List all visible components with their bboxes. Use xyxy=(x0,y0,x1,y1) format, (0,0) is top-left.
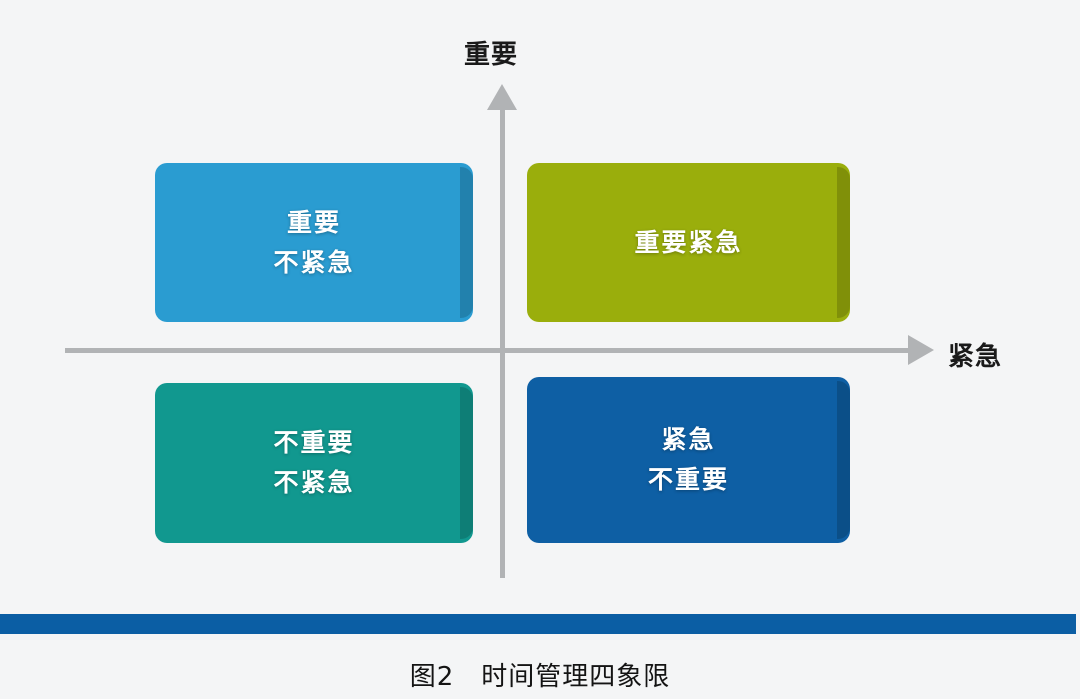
quadrant-edge-shade xyxy=(837,167,850,318)
quadrant-label-line1: 不重要 xyxy=(273,429,355,457)
quadrant-label-line2: 不紧急 xyxy=(273,248,355,277)
quadrant-edge-shade xyxy=(460,167,473,318)
horizontal-axis-line xyxy=(65,348,920,353)
quadrant-important-not-urgent[interactable]: 重要 不紧急 xyxy=(155,163,473,322)
quadrant-edge-shade xyxy=(460,387,473,539)
quadrant-urgent-not-important[interactable]: 紧急 不重要 xyxy=(527,377,850,543)
quadrant-label-line2: 不紧急 xyxy=(273,469,355,497)
bottom-divider-bar xyxy=(0,614,1076,634)
horizontal-axis-label: 紧急 xyxy=(948,341,1003,371)
quadrant-label-line1: 重要 xyxy=(286,208,341,237)
quadrant-not-important-not-urgent[interactable]: 不重要 不紧急 xyxy=(155,383,473,543)
quadrant-label-line1: 紧急 xyxy=(661,426,716,454)
vertical-axis-label: 重要 xyxy=(464,39,519,69)
vertical-axis-line xyxy=(500,104,505,578)
figure-caption: 图2 时间管理四象限 xyxy=(409,662,671,692)
quadrant-label-line2: 不重要 xyxy=(647,466,729,494)
quadrant-important-urgent[interactable]: 重要紧急 xyxy=(527,163,850,322)
horizontal-axis-arrowhead-icon xyxy=(908,335,934,365)
vertical-axis-arrowhead-icon xyxy=(487,84,517,110)
quadrant-label-line1: 重要紧急 xyxy=(634,228,743,257)
quadrant-edge-shade xyxy=(837,381,850,539)
